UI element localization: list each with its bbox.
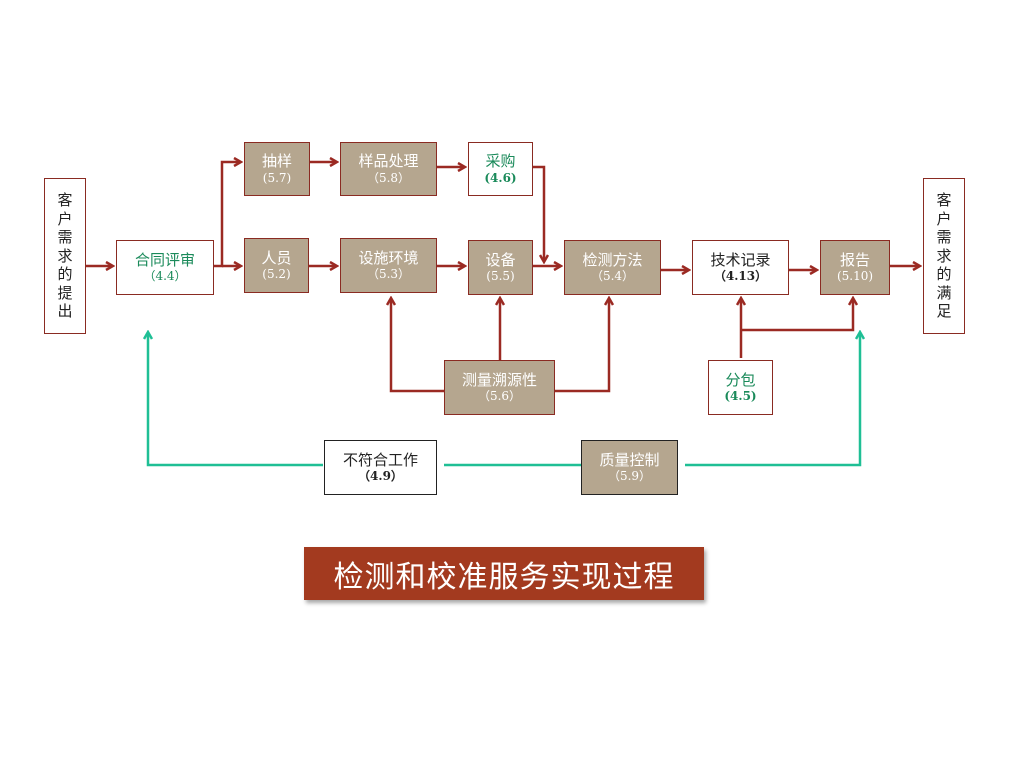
equipment-code: (5.5) [486, 269, 515, 284]
report-code: (5.10) [836, 269, 874, 284]
customer-demand-box: 客 户 需 求 的 提 出 [44, 178, 86, 334]
customer-satisfaction-char: 客 [936, 191, 952, 210]
sampling-label: 抽样 [261, 152, 292, 171]
arrow-purchasing-to-methods [533, 165, 544, 262]
sampling-box: 抽样 (5.7) [244, 142, 310, 196]
subcontract-box: 分包 (4.5) [708, 360, 773, 415]
contract-review-box: 合同评审 （4.4） [116, 240, 214, 295]
traceability-label: 测量溯源性 [461, 370, 537, 389]
sample-handling-label: 样品处理 [358, 152, 419, 171]
personnel-code: (5.2) [262, 267, 291, 282]
facilities-box: 设施环境 （5.3） [340, 238, 437, 293]
purchasing-code: (4.6) [484, 170, 517, 185]
arrow-qc-to-satisfaction [685, 332, 860, 467]
customer-demand-char: 提 [57, 283, 73, 302]
customer-demand-char: 户 [57, 209, 73, 228]
nonconforming-work-label: 不符合工作 [342, 450, 418, 469]
traceability-box: 测量溯源性 （5.6） [444, 360, 555, 415]
contract-review-code: （4.4） [143, 269, 187, 284]
customer-satisfaction-char: 足 [936, 302, 952, 321]
arrow-traceability-to-facilities [391, 298, 444, 393]
contract-review-label: 合同评审 [134, 250, 195, 269]
equipment-box: 设备 (5.5) [468, 240, 533, 295]
customer-satisfaction-char: 满 [936, 283, 952, 302]
facilities-label: 设施环境 [358, 248, 419, 267]
arrow-traceability-to-methods [555, 298, 609, 393]
technical-records-label: 技术记录 [710, 250, 771, 269]
customer-satisfaction-char: 的 [936, 265, 952, 284]
sample-handling-box: 样品处理 （5.8） [340, 142, 437, 196]
purchasing-label: 采购 [485, 152, 516, 171]
traceability-code: （5.6） [477, 389, 522, 404]
facilities-code: （5.3） [366, 267, 411, 282]
test-methods-box: 检测方法 （5.4） [564, 240, 661, 295]
customer-satisfaction-char: 需 [936, 228, 952, 247]
quality-control-code: （5.9） [607, 469, 652, 484]
personnel-label: 人员 [261, 248, 292, 267]
customer-demand-char: 需 [57, 228, 73, 247]
arrow-contract-to-sampling [214, 162, 241, 268]
customer-demand-char: 求 [57, 246, 73, 265]
personnel-box: 人员 (5.2) [244, 238, 309, 293]
nonconforming-work-box: 不符合工作 （4.9） [324, 440, 437, 495]
test-methods-label: 检测方法 [582, 250, 643, 269]
technical-records-box: 技术记录 （4.13） [692, 240, 789, 295]
customer-satisfaction-char: 户 [936, 209, 952, 228]
report-label: 报告 [839, 250, 870, 269]
customer-satisfaction-box: 客 户 需 求 的 满 足 [923, 178, 965, 334]
customer-demand-char: 出 [57, 302, 73, 321]
customer-satisfaction-char: 求 [936, 246, 952, 265]
arrow-nonconforming-to-contract [148, 332, 323, 467]
test-methods-code: （5.4） [590, 269, 635, 284]
report-box: 报告 (5.10) [820, 240, 890, 295]
subcontract-code: (4.5) [724, 389, 757, 404]
subcontract-label: 分包 [725, 370, 756, 389]
quality-control-label: 质量控制 [599, 450, 660, 469]
equipment-label: 设备 [485, 250, 516, 269]
sample-handling-code: （5.8） [366, 170, 411, 185]
purchasing-box: 采购 (4.6) [468, 142, 533, 196]
customer-demand-char: 的 [57, 265, 73, 284]
arrow-subcontract-to-report [741, 298, 853, 332]
quality-control-box: 质量控制 （5.9） [581, 440, 678, 495]
nonconforming-work-code: （4.9） [358, 469, 403, 484]
diagram-title: 检测和校准服务实现过程 [304, 547, 704, 600]
customer-demand-char: 客 [57, 191, 73, 210]
technical-records-code: （4.13） [713, 269, 768, 284]
sampling-code: (5.7) [262, 170, 292, 185]
